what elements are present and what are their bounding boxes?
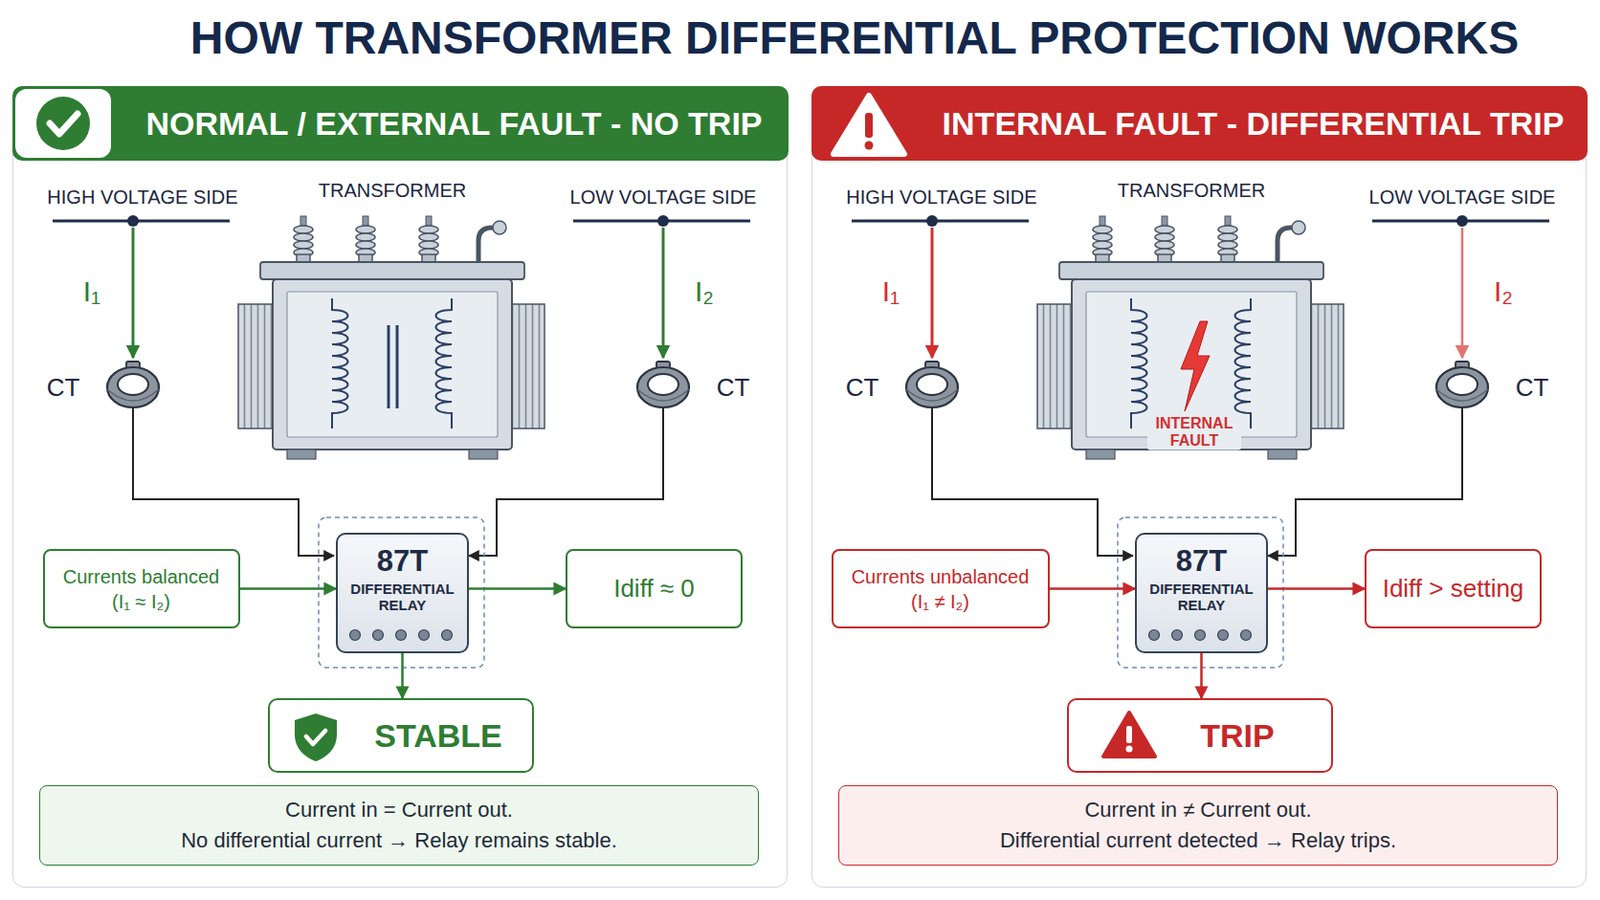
diagram-label: I₁ bbox=[882, 275, 900, 308]
flow-arrow bbox=[1049, 587, 1136, 591]
diagram-label: CT bbox=[716, 374, 751, 402]
input-box: Currents unbalanced (I₁ ≠ I₂) bbox=[831, 549, 1050, 629]
verdict-box: STABLE bbox=[267, 698, 534, 774]
flow-arrow bbox=[240, 587, 337, 591]
diagram-label: I₂ bbox=[694, 275, 714, 308]
current-arrow bbox=[662, 227, 666, 358]
diagram-label: I₂ bbox=[1493, 275, 1513, 308]
core-line bbox=[396, 325, 400, 409]
box-text: 87T bbox=[1176, 544, 1227, 579]
panel-heading: NORMAL / EXTERNAL FAULT - NO TRIP bbox=[12, 86, 789, 161]
relay-box: 87TDIFFERENTIAL RELAY bbox=[335, 533, 469, 654]
note-box: Current in = Current out.No differential… bbox=[39, 785, 759, 867]
panel-box: NORMAL / EXTERNAL FAULT - NO TRIP Current… bbox=[12, 86, 788, 889]
diagram-label: CT bbox=[46, 374, 81, 402]
box-text: DIFFERENTIAL RELAY bbox=[1144, 580, 1259, 614]
core-line bbox=[387, 325, 391, 409]
diagram-label: HIGH VOLTAGE SIDE bbox=[46, 186, 238, 208]
note-box: Current in ≠ Current out.Differential cu… bbox=[838, 785, 1558, 867]
flow-arrow bbox=[400, 653, 404, 699]
box-text: No differential current → Relay remains … bbox=[180, 825, 618, 857]
diagram-label: CT bbox=[1515, 374, 1550, 402]
fault-bolt bbox=[1180, 321, 1210, 412]
input-box: Currents balanced (I₁ ≈ I₂) bbox=[43, 549, 241, 629]
current-arrow bbox=[1461, 227, 1465, 358]
diagram-label: TRANSFORMER bbox=[1117, 179, 1266, 201]
relay-indicators bbox=[350, 630, 1252, 642]
box-text: Currents unbalanced (I₁ ≠ I₂) bbox=[844, 564, 1037, 615]
diagram-label: LOW VOLTAGE SIDE bbox=[1369, 186, 1556, 208]
diagram-label: HIGH VOLTAGE SIDE bbox=[845, 186, 1037, 208]
box-text: Differential current detected → Relay tr… bbox=[1000, 825, 1397, 857]
current-arrow bbox=[132, 227, 135, 358]
box-text: Idiff > setting bbox=[1382, 574, 1525, 604]
flow-arrow bbox=[1267, 587, 1365, 591]
diagram-label: TRANSFORMER bbox=[318, 179, 467, 201]
left-rig bbox=[52, 215, 751, 668]
flow-arrow bbox=[468, 587, 566, 591]
box-text: TRIP bbox=[1200, 717, 1274, 756]
diagram-label: LOW VOLTAGE SIDE bbox=[570, 186, 757, 208]
box-text: Current in ≠ Current out. bbox=[1084, 795, 1312, 826]
flow-arrow bbox=[1200, 653, 1203, 699]
diagram-label: I₁ bbox=[83, 275, 101, 308]
box-text: Current in = Current out. bbox=[285, 795, 513, 826]
panel-box: INTERNAL FAULT - DIFFERENTIAL TRIP Curren… bbox=[811, 86, 1587, 889]
box-text: Currents balanced (I₁ ≈ I₂) bbox=[56, 564, 227, 615]
page-title: HOW TRANSFORMER DIFFERENTIAL PROTECTION … bbox=[137, 11, 1572, 66]
box-text: 87T bbox=[377, 544, 428, 579]
result-box: Idiff > setting bbox=[1364, 549, 1542, 629]
box-text: Idiff ≈ 0 bbox=[613, 574, 695, 604]
box-text: DIFFERENTIAL RELAY bbox=[345, 580, 460, 614]
diagram-label: INTERNAL FAULT bbox=[1147, 414, 1242, 450]
current-arrow bbox=[931, 227, 934, 358]
diagram-label: CT bbox=[845, 374, 880, 402]
panel-heading: INTERNAL FAULT - DIFFERENTIAL TRIP bbox=[811, 86, 1588, 161]
relay-box: 87TDIFFERENTIAL RELAY bbox=[1134, 533, 1268, 654]
result-box: Idiff ≈ 0 bbox=[565, 549, 743, 629]
box-text: STABLE bbox=[374, 717, 502, 756]
verdict-box: TRIP bbox=[1066, 698, 1334, 774]
